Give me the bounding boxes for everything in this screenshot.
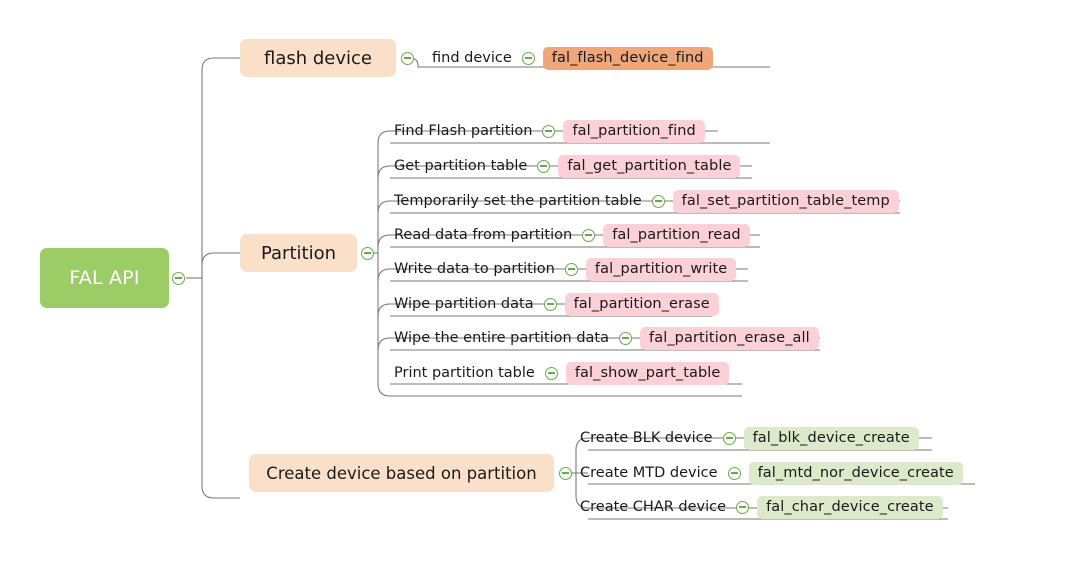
leaf-label: Find Flash partition <box>394 123 533 139</box>
leaf-row-find-device[interactable]: find device fal_flash_device_find <box>432 45 713 71</box>
collapse-minus-icon-leaf[interactable] <box>582 228 596 242</box>
api-badge[interactable]: fal_mtd_nor_device_create <box>748 461 963 485</box>
leaf-label: Temporarily set the partition table <box>394 193 642 209</box>
collapse-minus-icon-leaf[interactable] <box>543 297 557 311</box>
branch-node-label: Partition <box>260 242 336 264</box>
collapse-minus-icon-flash-device[interactable] <box>401 51 414 65</box>
api-badge[interactable]: fal_partition_read <box>603 223 750 247</box>
branch-node-partition[interactable]: Partition <box>240 234 357 272</box>
leaf-row-partition-read[interactable]: Read data from partition fal_partition_r… <box>394 222 750 248</box>
leaf-label: Wipe partition data <box>394 296 534 312</box>
api-badge[interactable]: fal_get_partition_table <box>558 154 741 178</box>
api-badge[interactable]: fal_blk_device_create <box>743 426 919 450</box>
collapse-minus-icon-leaf[interactable] <box>651 194 665 208</box>
leaf-label: Create MTD device <box>580 465 718 481</box>
leaf-row-set-partition-table-temp[interactable]: Temporarily set the partition table fal_… <box>394 188 899 214</box>
leaf-row-partition-erase-all[interactable]: Wipe the entire partition data fal_parti… <box>394 325 819 351</box>
collapse-minus-icon-leaf[interactable] <box>521 51 535 65</box>
leaf-row-blk-device-create[interactable]: Create BLK device fal_blk_device_create <box>580 425 919 451</box>
collapse-minus-icon-leaf[interactable] <box>722 431 736 445</box>
root-node-fal-api[interactable]: FAL API <box>40 248 169 308</box>
leaf-label: Create CHAR device <box>580 499 727 515</box>
collapse-minus-icon-leaf[interactable] <box>736 500 750 514</box>
api-badge[interactable]: fal_partition_write <box>585 257 737 281</box>
leaf-row-char-device-create[interactable]: Create CHAR device fal_char_device_creat… <box>580 494 943 520</box>
api-badge[interactable]: fal_show_part_table <box>565 361 730 385</box>
branch-node-create-device[interactable]: Create device based on partition <box>249 454 554 492</box>
leaf-row-partition-find[interactable]: Find Flash partition fal_partition_find <box>394 118 705 144</box>
leaf-row-show-part-table[interactable]: Print partition table fal_show_part_tabl… <box>394 360 730 386</box>
api-badge[interactable]: fal_flash_device_find <box>542 46 713 70</box>
api-badge[interactable]: fal_char_device_create <box>757 495 943 519</box>
collapse-minus-icon-leaf[interactable] <box>542 124 556 138</box>
leaf-row-partition-write[interactable]: Write data to partition fal_partition_wr… <box>394 256 737 282</box>
api-badge[interactable]: fal_partition_erase <box>564 292 719 316</box>
collapse-minus-icon-leaf[interactable] <box>537 159 551 173</box>
collapse-minus-icon-leaf[interactable] <box>619 331 632 345</box>
collapse-minus-icon-leaf[interactable] <box>727 466 741 480</box>
collapse-minus-icon-leaf[interactable] <box>564 262 578 276</box>
leaf-row-mtd-device-create[interactable]: Create MTD device fal_mtd_nor_device_cre… <box>580 460 963 486</box>
collapse-minus-icon-partition[interactable] <box>361 246 374 260</box>
leaf-label: Get partition table <box>394 158 528 174</box>
leaf-label: Write data to partition <box>394 261 555 277</box>
api-badge[interactable]: fal_partition_erase_all <box>640 326 819 350</box>
leaf-row-partition-erase[interactable]: Wipe partition data fal_partition_erase <box>394 291 719 317</box>
api-badge[interactable]: fal_partition_find <box>563 119 705 143</box>
leaf-row-get-partition-table[interactable]: Get partition table fal_get_partition_ta… <box>394 153 741 179</box>
leaf-label: Wipe the entire partition data <box>394 330 609 346</box>
leaf-label: Print partition table <box>394 365 535 381</box>
branch-node-label: flash device <box>264 47 372 69</box>
leaf-label: Create BLK device <box>580 430 713 446</box>
collapse-minus-icon-leaf[interactable] <box>544 366 558 380</box>
root-node-label: FAL API <box>69 267 140 289</box>
branch-node-label: Create device based on partition <box>266 463 537 483</box>
collapse-minus-icon-create-device[interactable] <box>559 466 572 480</box>
leaf-label: find device <box>432 50 512 66</box>
collapse-minus-icon-root[interactable] <box>172 271 185 285</box>
api-badge[interactable]: fal_set_partition_table_temp <box>672 189 899 213</box>
leaf-label: Read data from partition <box>394 227 573 243</box>
branch-node-flash-device[interactable]: flash device <box>240 39 396 77</box>
